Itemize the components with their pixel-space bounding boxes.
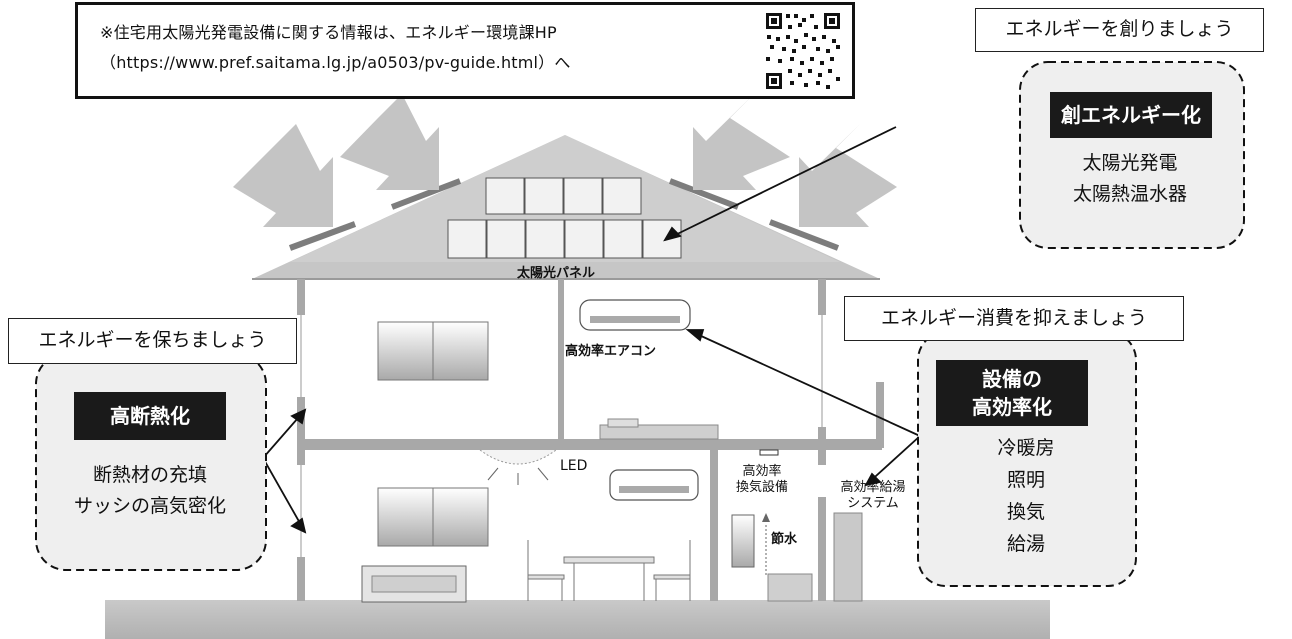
roof-collector-left-1 <box>288 221 357 251</box>
list-item: 断熱材の充填 <box>92 464 207 486</box>
solar-panel-grid <box>447 177 682 259</box>
water-tank <box>731 514 755 568</box>
house-walls <box>297 279 884 601</box>
sofa <box>361 565 467 603</box>
info-link[interactable]: （https://www.pref.saitama.lg.jp/a0503/pv… <box>100 53 571 72</box>
reduce-energy-label: 設備の 高効率化 <box>936 360 1088 426</box>
create-energy-title: エネルギーを創りましょう <box>975 8 1264 52</box>
keep-energy-label: 高断熱化 <box>74 392 226 440</box>
reduce-energy-items: 冷暖房 照明 換気 給湯 <box>926 432 1126 560</box>
roof-collector-left-2 <box>390 178 462 210</box>
pointer-line <box>261 126 921 534</box>
led-light-icon <box>479 449 557 485</box>
reduce-energy-title: エネルギー消費を抑えましょう <box>844 296 1184 341</box>
water-heater-label-line1: 高効率給湯 <box>840 480 906 495</box>
info-text-line1: ※住宅用太陽光発電設備に関する情報は、エネルギー環境課HP <box>100 23 557 42</box>
sunlight-arrow-icon <box>799 124 897 227</box>
list-item: 太陽熱温水器 <box>1072 183 1187 205</box>
sunlight-arrow-icon <box>693 94 790 190</box>
qr-code-icon[interactable] <box>764 11 842 91</box>
roof-collector-right-1 <box>668 178 740 210</box>
dining-table <box>527 540 691 601</box>
water-heater <box>833 512 863 602</box>
ventilation-label-line2: 換気設備 <box>735 480 788 495</box>
ground <box>105 600 1050 639</box>
aircon-lower <box>609 469 699 501</box>
sunlight-arrow-icon <box>233 124 333 227</box>
keep-energy-items: 断熱材の充填 サッシの高気密化 <box>50 460 250 522</box>
keep-energy-title: エネルギーを保ちましょう <box>8 318 297 364</box>
aircon-label: 高効率エアコン <box>565 344 657 359</box>
list-item: 給湯 <box>1006 533 1045 555</box>
toilet-bath <box>767 573 813 602</box>
info-box: ※住宅用太陽光発電設備に関する情報は、エネルギー環境課HP （https://w… <box>75 2 855 99</box>
create-energy-label: 創エネルギー化 <box>1050 92 1212 138</box>
list-item: 太陽光発電 <box>1082 152 1178 174</box>
ventilation-unit <box>759 449 779 456</box>
led-label: LED <box>560 458 588 474</box>
solar-panel-label: 太陽光パネル <box>517 266 596 281</box>
reduce-label-line2: 高効率化 <box>972 395 1052 419</box>
roof-collector-right-2 <box>768 219 840 251</box>
list-item: 照明 <box>1006 469 1045 491</box>
ventilation-label-line1: 高効率 <box>742 464 782 479</box>
create-energy-items: 太陽光発電 太陽熱温水器 <box>1030 148 1230 210</box>
sunlight-arrow-icon <box>340 94 439 190</box>
window-lower <box>377 487 489 547</box>
wall-gap-lines <box>300 315 823 557</box>
water-heater-label-line2: システム <box>847 496 899 511</box>
bed <box>599 418 719 440</box>
aircon-upper <box>579 299 691 331</box>
window-upper <box>377 321 489 381</box>
list-item: 換気 <box>1006 501 1045 523</box>
list-item: サッシの高気密化 <box>73 495 226 517</box>
list-item: 冷暖房 <box>997 437 1055 459</box>
reduce-label-line1: 設備の <box>982 367 1042 391</box>
water-saving-label: 節水 <box>771 532 798 547</box>
water-saving-icon <box>762 513 770 575</box>
ventilation-label: 高効率 換気設備 <box>722 464 802 496</box>
water-heater-label: 高効率給湯 システム <box>825 480 921 512</box>
